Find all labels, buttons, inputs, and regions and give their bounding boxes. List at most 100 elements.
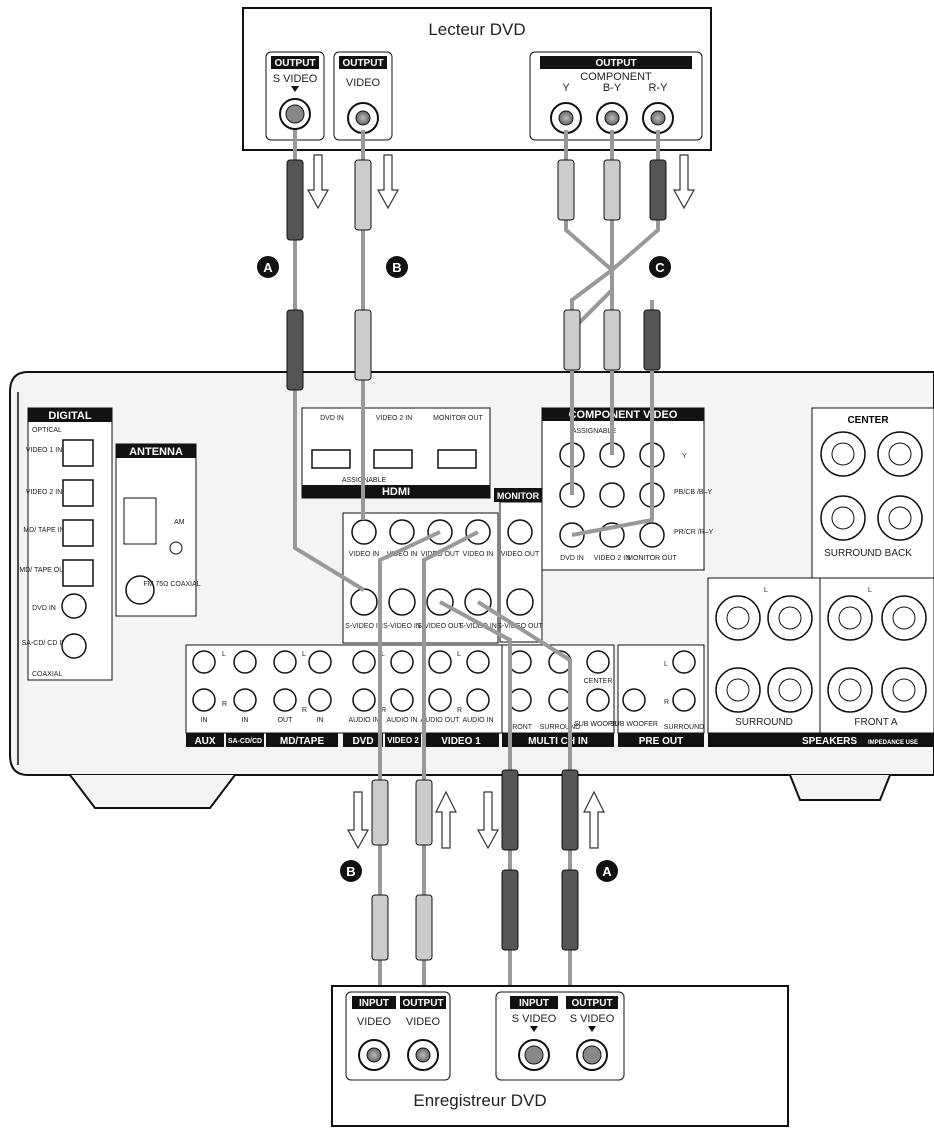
marker-a: A — [263, 260, 273, 275]
speakers-label: SPEAKERS — [802, 736, 857, 747]
component-cable-pr2 — [571, 300, 654, 537]
surround-back-minus-terminal[interactable] — [877, 495, 923, 541]
multich-front-r-jack[interactable] — [508, 688, 532, 712]
receiver-foot — [69, 774, 236, 809]
video2-svideo-in-jack[interactable] — [388, 588, 416, 616]
front-l-minus-terminal[interactable] — [881, 595, 927, 641]
jack-inner — [366, 1047, 382, 1063]
component-plug — [603, 309, 621, 371]
marker-a-lower: A — [602, 864, 612, 879]
video1-audio-in-r-jack[interactable] — [466, 688, 490, 712]
md-out-r-jack[interactable] — [273, 688, 297, 712]
am-terminal[interactable] — [123, 497, 157, 545]
preout-surround-l-jack[interactable] — [672, 650, 696, 674]
svideo-output-label: S VIDEO — [273, 73, 318, 85]
coax-dvd-jack[interactable] — [61, 593, 87, 619]
optical-video2-jack[interactable] — [62, 479, 94, 507]
cv-monitor-pr-jack[interactable] — [639, 522, 665, 548]
video-out-label: VIDEO OUT — [421, 551, 460, 558]
dvd-svideo-in-jack[interactable] — [350, 588, 378, 616]
impedance-label: IMPEDANCE USE — [868, 740, 918, 746]
preout-sub-jack[interactable] — [622, 688, 646, 712]
center-minus-terminal[interactable] — [877, 431, 923, 477]
component-plug — [557, 159, 575, 221]
video2-audio-r-jack[interactable] — [390, 688, 414, 712]
component-y-label: Y — [562, 82, 570, 94]
video1-audio-in-l-jack[interactable] — [466, 650, 490, 674]
cv-pr-label: PR/CR /R–Y — [674, 529, 714, 536]
multich-surround-r-jack[interactable] — [548, 688, 572, 712]
surround-l-minus-terminal[interactable] — [767, 595, 813, 641]
terminal-ring — [778, 678, 802, 702]
aux-r-jack[interactable] — [192, 688, 216, 712]
monitor-video-out-jack[interactable] — [507, 519, 533, 545]
multich-center-jack[interactable] — [586, 650, 610, 674]
optical-mdtape-in-jack[interactable] — [62, 519, 94, 547]
sacd-l-jack[interactable] — [233, 650, 257, 674]
surround-back-label: SURROUND BACK — [824, 548, 912, 559]
monitor-svideo-out-jack[interactable] — [506, 588, 534, 616]
coax-sacd-jack[interactable] — [61, 633, 87, 659]
terminal-ring — [831, 442, 855, 466]
dvd-audio-r-jack[interactable] — [352, 688, 376, 712]
front-l-plus-terminal[interactable] — [827, 595, 873, 641]
recorder-svideo-output-header-bg — [566, 996, 618, 1009]
svideo-cable-player — [293, 130, 366, 592]
aux-label-bg — [186, 733, 224, 747]
antenna-header: ANTENNA — [129, 446, 183, 458]
hdmi-dvd-in-jack[interactable] — [311, 449, 351, 469]
hdmi-monitor-out-jack[interactable] — [437, 449, 477, 469]
surround-l-plus-terminal[interactable] — [715, 595, 761, 641]
video-output-header: OUTPUT — [342, 58, 383, 69]
svideo-plug — [561, 769, 579, 851]
cv-video2-pb-jack[interactable] — [599, 482, 625, 508]
multich-sub-jack[interactable] — [586, 688, 610, 712]
aux-l-jack[interactable] — [192, 650, 216, 674]
video2-audio-l-jack[interactable] — [390, 650, 414, 674]
dvd-audio-l-jack[interactable] — [352, 650, 376, 674]
sacd-r-jack[interactable] — [233, 688, 257, 712]
video2-video-in-jack[interactable] — [389, 519, 415, 545]
cv-y-label: Y — [682, 453, 687, 460]
multich-front-l-jack[interactable] — [508, 650, 532, 674]
front-r-minus-terminal[interactable] — [881, 667, 927, 713]
video-in-cable — [422, 530, 479, 1050]
jack-inner — [558, 110, 574, 126]
marker-a-badge — [257, 256, 279, 278]
recorder-video-in-label: VIDEO — [357, 1016, 392, 1028]
dvd-label: DVD — [352, 736, 373, 747]
surround-speaker-label: SURROUND — [735, 717, 793, 728]
optical-video1-jack[interactable] — [62, 439, 94, 467]
svideo-out-label: S-VIDEO OUT — [417, 623, 463, 630]
up-arrow-icon — [583, 790, 605, 849]
component-plug — [649, 159, 667, 221]
video1-audio-out-r-jack[interactable] — [428, 688, 452, 712]
marker-c: C — [655, 260, 665, 275]
receiver-foot — [789, 774, 891, 801]
l-label: L — [764, 587, 768, 594]
md-out-l-jack[interactable] — [273, 650, 297, 674]
component-plug — [603, 159, 621, 221]
terminal-ring — [726, 606, 750, 630]
optical-mdtape-out-jack[interactable] — [62, 559, 94, 587]
md-in-r-jack[interactable] — [308, 688, 332, 712]
md-in-l-jack[interactable] — [308, 650, 332, 674]
marker-b-badge — [386, 256, 408, 278]
svideo-in-label: S-VIDEO IN — [383, 623, 421, 630]
center-plus-terminal[interactable] — [820, 431, 866, 477]
up-arrow-icon — [435, 790, 457, 849]
front-r-plus-terminal[interactable] — [827, 667, 873, 713]
fm-jack[interactable] — [125, 575, 155, 605]
svideo-plug — [561, 869, 579, 951]
surround-r-minus-terminal[interactable] — [767, 667, 813, 713]
component-plug — [643, 309, 661, 371]
surround-back-plus-terminal[interactable] — [820, 495, 866, 541]
dvd-video-in-jack[interactable] — [351, 519, 377, 545]
preout-surround-r-jack[interactable] — [672, 688, 696, 712]
multich-label-bg — [502, 733, 614, 747]
video1-audio-out-l-jack[interactable] — [428, 650, 452, 674]
hdmi-video2-in-jack[interactable] — [373, 449, 413, 469]
surround-r-plus-terminal[interactable] — [715, 667, 761, 713]
